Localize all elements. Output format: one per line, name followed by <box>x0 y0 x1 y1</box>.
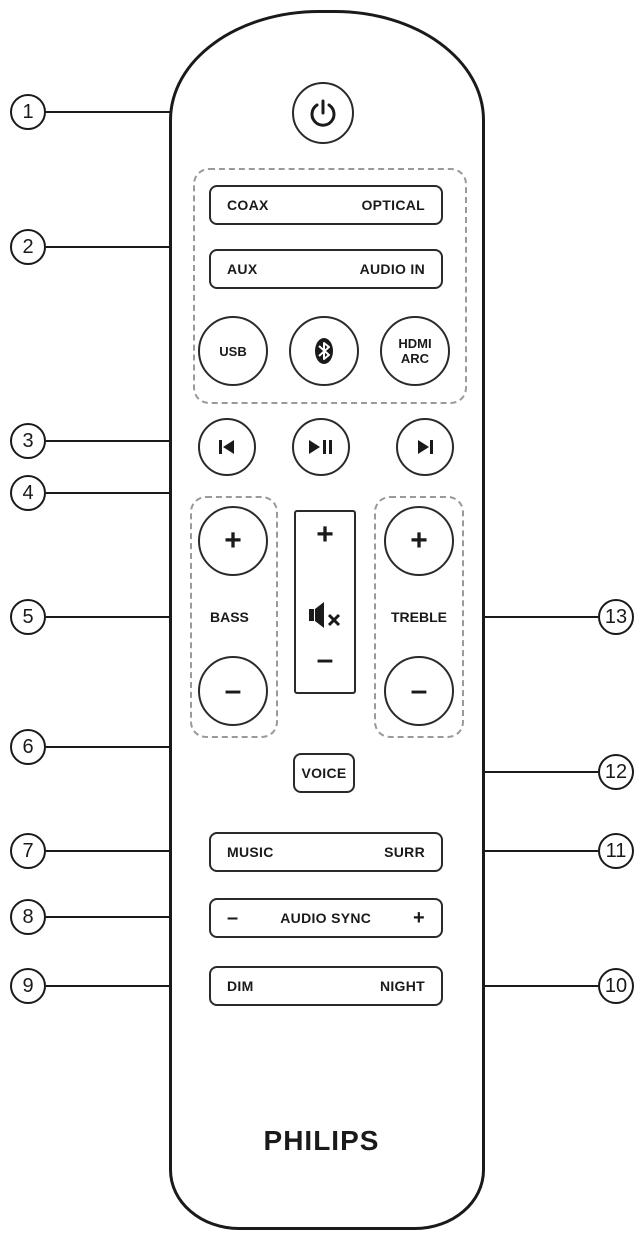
aux-label: AUX <box>227 261 258 277</box>
treble-zone <box>374 496 464 738</box>
callout-8: 8 <box>10 899 46 935</box>
audio-in-label: AUDIO IN <box>359 261 425 277</box>
treble-up-button[interactable]: + <box>384 506 454 576</box>
callout-5: 5 <box>10 599 46 635</box>
hdmi-arc-button[interactable]: HDMI ARC <box>380 316 450 386</box>
callout-4: 4 <box>10 475 46 511</box>
treble-down-button[interactable]: – <box>384 656 454 726</box>
volume-plus-glyph: + <box>316 518 334 551</box>
callout-6: 6 <box>10 729 46 765</box>
treble-plus-glyph: + <box>410 524 428 557</box>
source-zone <box>193 168 467 404</box>
dim-night-button[interactable]: DIM NIGHT <box>209 966 443 1006</box>
mute-button[interactable] <box>308 600 344 635</box>
bass-down-button[interactable]: – <box>198 656 268 726</box>
power-icon <box>310 99 336 127</box>
callout-12: 12 <box>598 754 634 790</box>
optical-label: OPTICAL <box>361 197 425 213</box>
previous-button[interactable] <box>198 418 256 476</box>
callout-13: 13 <box>598 599 634 635</box>
sync-minus-label: – <box>227 906 239 929</box>
next-track-icon <box>418 440 433 454</box>
play-pause-button[interactable] <box>292 418 350 476</box>
treble-label: TREBLE <box>391 609 447 625</box>
coax-label: COAX <box>227 197 269 213</box>
next-button[interactable] <box>396 418 454 476</box>
bass-minus-glyph: – <box>224 674 242 707</box>
treble-minus-glyph: – <box>410 674 428 707</box>
callout-3: 3 <box>10 423 46 459</box>
bass-up-button[interactable]: + <box>198 506 268 576</box>
arc-label: ARC <box>400 351 430 366</box>
callout-10: 10 <box>598 968 634 1004</box>
usb-label: USB <box>219 343 247 359</box>
voice-label: VOICE <box>301 765 347 781</box>
voice-button[interactable]: VOICE <box>293 753 355 793</box>
power-button[interactable] <box>292 82 354 144</box>
volume-rocker <box>294 510 356 694</box>
audio-sync-label: AUDIO SYNC <box>280 910 372 926</box>
callout-9: 9 <box>10 968 46 1004</box>
volume-down-button[interactable]: – <box>294 645 356 675</box>
hdmi-label: HDMI <box>398 336 432 351</box>
bass-zone <box>190 496 278 738</box>
dim-label: DIM <box>227 978 254 994</box>
music-surr-button[interactable]: MUSIC SURR <box>209 832 443 872</box>
volume-up-button[interactable]: + <box>294 520 356 550</box>
aux-audio-in-button[interactable]: AUX AUDIO IN <box>209 249 443 289</box>
night-label: NIGHT <box>379 978 425 994</box>
callout-2: 2 <box>10 229 46 265</box>
audio-sync-button[interactable]: – AUDIO SYNC + <box>209 898 443 938</box>
coax-optical-button[interactable]: COAX OPTICAL <box>209 185 443 225</box>
callout-11: 11 <box>598 833 634 869</box>
surr-label: SURR <box>384 844 425 860</box>
previous-track-icon <box>219 440 234 454</box>
usb-button[interactable]: USB <box>198 316 268 386</box>
volume-minus-glyph: – <box>316 643 334 676</box>
bluetooth-button[interactable] <box>289 316 359 386</box>
bass-label: BASS <box>210 609 249 625</box>
mute-icon <box>309 602 341 628</box>
callout-7: 7 <box>10 833 46 869</box>
sync-plus-label: + <box>413 906 425 929</box>
music-label: MUSIC <box>227 844 274 860</box>
play-pause-icon <box>309 440 332 454</box>
brand-logo: PHILIPS <box>263 1125 380 1156</box>
bluetooth-icon <box>315 338 333 364</box>
bass-plus-glyph: + <box>224 524 242 557</box>
callout-1: 1 <box>10 94 46 130</box>
